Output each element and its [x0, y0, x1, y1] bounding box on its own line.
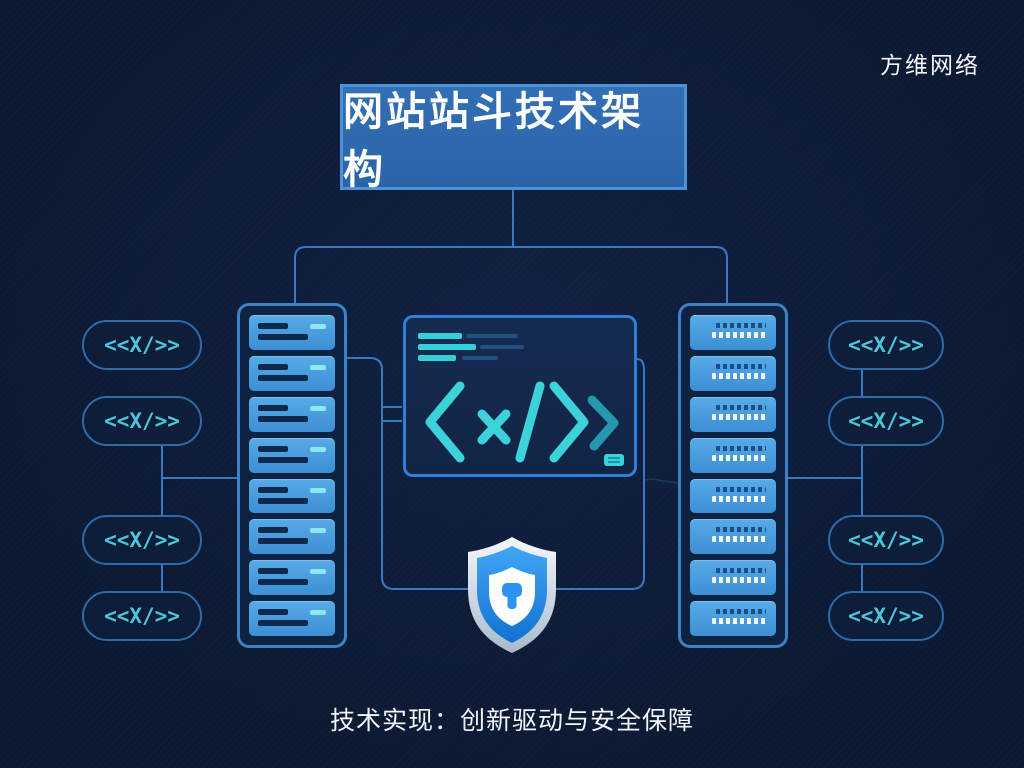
unit-label-bar-short [258, 609, 288, 616]
security-shield-lock-icon [468, 537, 556, 653]
unit-indicator-light [310, 528, 326, 534]
unit-label-bar-short [258, 486, 288, 493]
code-glyph: <<X/>> [104, 409, 180, 433]
unit-indicator-light [310, 405, 326, 411]
terminal-card-icon [604, 454, 624, 466]
code-glyph: <<X/>> [848, 333, 924, 357]
unit-label-bar-long [258, 579, 308, 586]
server-unit [690, 478, 776, 514]
code-line-ghost-text [466, 334, 518, 338]
unit-led-row-dim [716, 568, 766, 574]
server-unit [249, 396, 335, 432]
unit-led-row-bright [712, 454, 766, 461]
code-module-pill-left-4: <<X/>> [82, 591, 202, 641]
unit-led-row-bright [712, 413, 766, 420]
code-line-bar [418, 355, 456, 361]
unit-indicator-light [310, 324, 326, 329]
unit-led-row-dim [716, 445, 766, 451]
code-line-bar [418, 344, 476, 350]
server-unit [249, 519, 335, 555]
code-glyph: <<X/>> [104, 604, 180, 628]
title-text: 网站站斗技术架构 [343, 89, 644, 193]
unit-led-row-bright [712, 536, 766, 543]
code-tag-icon [425, 381, 619, 463]
code-module-pill-right-1: <<X/>> [828, 320, 944, 370]
unit-label-bar-short [258, 445, 288, 452]
server-unit [690, 355, 776, 391]
code-line-ghost-text [462, 356, 498, 360]
unit-led-row-dim [716, 609, 766, 615]
server-unit [249, 601, 335, 636]
unit-label-bar-short [258, 363, 288, 370]
unit-indicator-light [310, 569, 326, 575]
connector-right-rack-stub [643, 478, 680, 484]
server-unit [690, 315, 776, 350]
server-unit [690, 601, 776, 636]
unit-label-bar-long [258, 538, 308, 545]
caption-text: 技术实现：创新驱动与安全保障 [329, 706, 694, 735]
unit-led-row-bright [712, 495, 766, 502]
unit-led-row-bright [712, 372, 766, 379]
unit-led-row-dim [716, 363, 766, 369]
server-unit [249, 315, 335, 350]
server-unit [690, 437, 776, 473]
unit-indicator-light [310, 364, 326, 370]
unit-led-row-dim [716, 486, 766, 492]
unit-label-bar-long [258, 334, 308, 340]
unit-led-row-bright [712, 332, 766, 338]
unit-label-bar-short [258, 568, 288, 575]
unit-led-row-bright [712, 577, 766, 584]
keyhole-stem [507, 591, 517, 609]
code-module-pill-right-2: <<X/>> [828, 396, 944, 446]
server-unit [690, 396, 776, 432]
server-unit [249, 355, 335, 391]
server-unit [249, 560, 335, 596]
unit-label-bar-short [258, 527, 288, 534]
unit-label-bar-long [258, 620, 308, 627]
unit-indicator-light [310, 446, 326, 452]
unit-label-bar-long [258, 415, 308, 422]
unit-indicator-light [310, 610, 326, 616]
code-glyph: <<X/>> [848, 528, 924, 552]
code-line-bar [418, 333, 462, 339]
brand-text: 方维网络 [880, 53, 980, 79]
unit-label-bar-long [258, 374, 308, 381]
unit-led-row-dim [716, 323, 766, 328]
server-rack-right [678, 303, 788, 648]
code-glyph: <<X/>> [848, 409, 924, 433]
code-module-pill-left-3: <<X/>> [82, 515, 202, 565]
unit-led-row-dim [716, 527, 766, 533]
server-unit [249, 437, 335, 473]
code-module-pill-left-2: <<X/>> [82, 396, 202, 446]
unit-led-row-bright [712, 618, 766, 625]
server-unit [690, 560, 776, 596]
code-module-pill-left-1: <<X/>> [82, 320, 202, 370]
code-module-pill-right-3: <<X/>> [828, 515, 944, 565]
code-glyph: <<X/>> [104, 528, 180, 552]
unit-indicator-light [310, 487, 326, 493]
server-unit [690, 519, 776, 555]
connector-title-tbar [294, 246, 728, 305]
code-editor-window [403, 315, 637, 477]
unit-label-bar-long [258, 497, 308, 504]
unit-label-bar-short [258, 323, 288, 329]
unit-label-bar-long [258, 456, 308, 463]
title-box: 网站站斗技术架构 [340, 84, 687, 193]
code-module-pill-right-4: <<X/>> [828, 591, 944, 641]
unit-label-bar-short [258, 404, 288, 411]
server-unit [249, 478, 335, 514]
keyhole-head [502, 583, 522, 597]
code-line-ghost-text [480, 345, 524, 349]
code-glyph: <<X/>> [104, 333, 180, 357]
unit-led-row-dim [716, 404, 766, 410]
server-rack-left [237, 303, 347, 648]
code-glyph: <<X/>> [848, 604, 924, 628]
